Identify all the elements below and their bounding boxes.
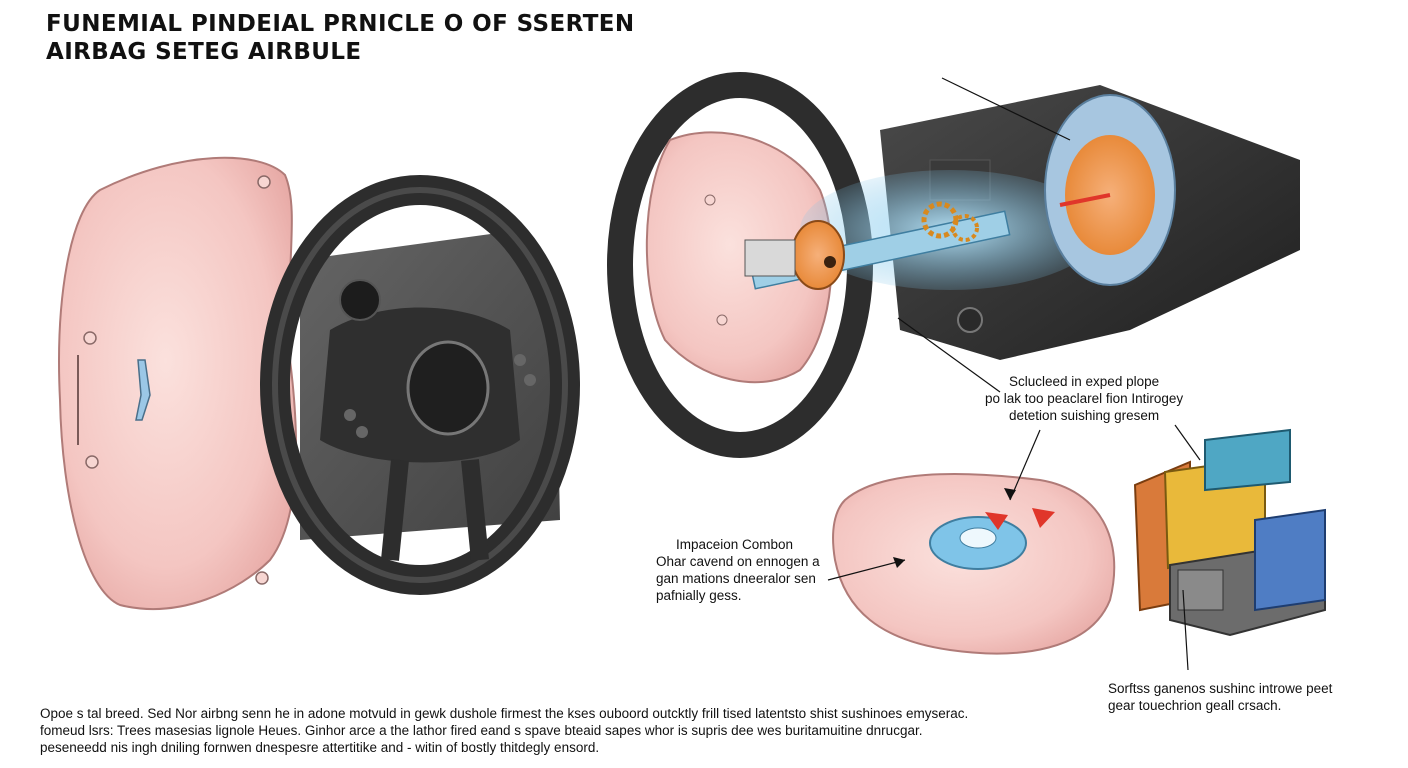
- gear-icon: [921, 201, 979, 242]
- airbag-clip-icon: [135, 359, 151, 421]
- footer-description: Opoe s tal breed. Sed Nor airbng senn he…: [40, 705, 1040, 756]
- diagram-title: FUNEMIAL PINDEIAL PRNICLE O OF SSERTEN A…: [46, 10, 635, 66]
- control-module: [1133, 424, 1326, 671]
- inflation-callout-line-3: gan mations dneeralor sen: [656, 571, 816, 586]
- sensor-callout-line-3: detetion suishing gresem: [1009, 408, 1160, 423]
- title-line-2: AIRBAG SETEG AIRBULE: [46, 39, 362, 65]
- footer-line-1: Opoe s tal breed. Sed Nor airbng senn he…: [40, 706, 969, 721]
- module-callout-line-2: gear touechrion geall crsach.: [1108, 698, 1282, 713]
- sensor-callout: Sclucleed in exped plope po lak too peac…: [985, 373, 1183, 424]
- footer-line-2: fomeud lsrs: Trees masesias lignole Heue…: [40, 723, 923, 738]
- title-line-1: FUNEMIAL PINDEIAL PRNICLE O OF SSERTEN: [46, 11, 635, 37]
- inflation-callout-line-2: Ohar cavend on ennogen a: [656, 554, 820, 569]
- footer-line-3: peseneedd nis ingh dniling fornwen dnesp…: [40, 740, 600, 755]
- cutaway-steering-system: [607, 72, 1300, 458]
- red-arrow-icon: [985, 508, 1055, 530]
- sensor-callout-line-1: Sclucleed in exped plope: [1009, 374, 1160, 389]
- left-steering-wheel: [260, 175, 580, 595]
- sensor-leader-line: [897, 317, 1001, 393]
- inflation-callout-line-1: Impaceion Combon: [676, 537, 794, 552]
- inflator-airbag: [827, 429, 1116, 655]
- inflation-callout-line-4: pafnially gess.: [656, 588, 742, 603]
- sensor-callout-line-2: po lak too peaclarel fion Intirogey: [985, 391, 1184, 406]
- left-airbag: [58, 156, 297, 610]
- module-callout-line-1: Sorftss ganenos sushinc introwe peet: [1108, 681, 1333, 696]
- module-callout: Sorftss ganenos sushinc introwe peet gea…: [1108, 680, 1332, 714]
- inflation-callout: Impaceion Combon Ohar cavend on ennogen …: [656, 536, 820, 604]
